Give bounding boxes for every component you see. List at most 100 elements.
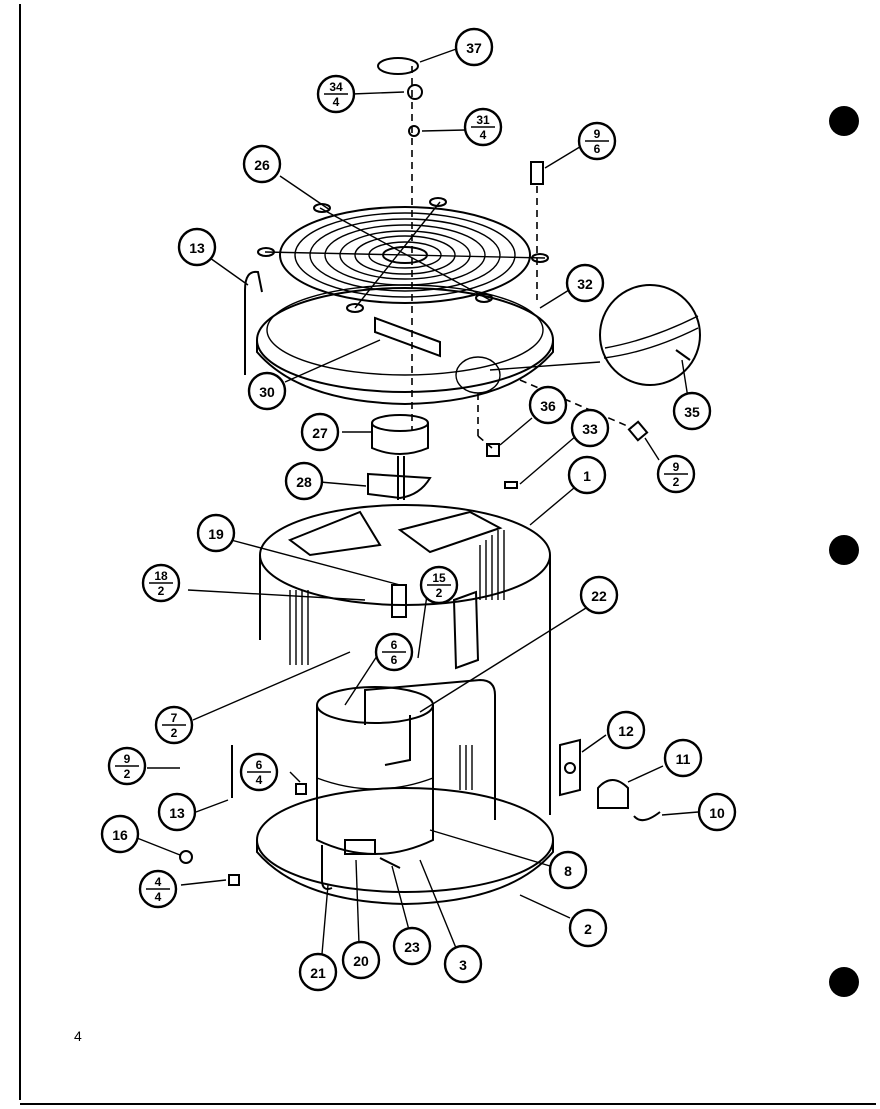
callout-c8: 8 xyxy=(548,850,588,890)
callout-circle xyxy=(196,513,236,553)
callout-part-number: 1 xyxy=(583,468,591,484)
callout-page-ref: 6 xyxy=(391,653,398,667)
callout-page-ref: 4 xyxy=(256,773,263,787)
part-10-clip xyxy=(633,811,661,822)
callout-c37: 37 xyxy=(454,27,494,67)
callout-part-number: 30 xyxy=(259,384,275,400)
callout-part-number: 26 xyxy=(254,157,270,173)
callout-circle xyxy=(697,792,737,832)
callout-c12: 12 xyxy=(606,710,646,750)
callout-c4: 44 xyxy=(138,869,178,909)
callout-part-number: 21 xyxy=(310,965,326,981)
callout-c19: 19 xyxy=(196,513,236,553)
callout-circle xyxy=(570,408,610,448)
callout-part-number: 37 xyxy=(466,40,482,56)
part-35-magnified-detail xyxy=(489,284,701,386)
part-37-cap xyxy=(377,57,419,75)
callout-c3: 3 xyxy=(443,944,483,984)
callout-circle xyxy=(300,412,340,452)
callout-c30: 30 xyxy=(247,371,287,411)
callout-part-number: 9 xyxy=(594,127,601,141)
callout-page-ref: 4 xyxy=(480,128,487,142)
callout-page-ref: 4 xyxy=(155,890,162,904)
callout-part-number: 10 xyxy=(709,805,725,821)
callout-circle xyxy=(341,940,381,980)
callout-c2: 2 xyxy=(568,908,608,948)
callout-circle xyxy=(606,710,646,750)
callout-c6b: 64 xyxy=(239,752,279,792)
screw-leader xyxy=(519,379,633,429)
callout-part-number: 3 xyxy=(459,957,467,973)
callout-c22: 22 xyxy=(579,575,619,615)
callout-part-number: 9 xyxy=(124,752,131,766)
part-2-base-pan xyxy=(256,787,554,906)
callout-c33: 33 xyxy=(570,408,610,448)
callout-c21: 21 xyxy=(298,952,338,992)
callout-c13a: 13 xyxy=(177,227,217,267)
callout-part-number: 31 xyxy=(476,113,490,127)
callout-circle xyxy=(242,144,282,184)
callout-part-number: 4 xyxy=(155,875,162,889)
callout-c31: 314 xyxy=(463,107,503,147)
callout-page-ref: 4 xyxy=(333,95,340,109)
callout-page-ref: 2 xyxy=(171,726,178,740)
callout-circle xyxy=(443,944,483,984)
callout-part-number: 22 xyxy=(591,588,607,604)
callout-part-number: 27 xyxy=(312,425,328,441)
callout-c20: 20 xyxy=(341,940,381,980)
callout-part-number: 12 xyxy=(618,723,634,739)
callout-circle xyxy=(392,926,432,966)
callout-c9b: 92 xyxy=(656,454,696,494)
callout-part-number: 7 xyxy=(171,711,178,725)
callout-part-number: 32 xyxy=(577,276,593,292)
page-number: 4 xyxy=(74,1028,82,1044)
callout-c6a: 66 xyxy=(374,632,414,672)
callout-page-ref: 2 xyxy=(673,475,680,489)
part-6-screw xyxy=(295,783,307,795)
callout-circle xyxy=(284,461,324,501)
callout-part-number: 19 xyxy=(208,526,224,542)
part-34-nut xyxy=(407,84,423,100)
part-4-nut xyxy=(228,874,240,886)
callout-circle xyxy=(247,371,287,411)
callout-part-number: 35 xyxy=(684,404,700,420)
callout-circle xyxy=(454,27,494,67)
callout-c26: 26 xyxy=(242,144,282,184)
callout-c16: 16 xyxy=(100,814,140,854)
callout-c11: 11 xyxy=(663,738,703,778)
part-36-clip xyxy=(486,443,500,457)
callout-c13b: 13 xyxy=(157,792,197,832)
part-28-fan-blade-hub xyxy=(367,472,432,500)
part-31-washer xyxy=(408,125,420,137)
callout-circle xyxy=(567,455,607,495)
callout-c36: 36 xyxy=(528,385,568,425)
callout-part-number: 11 xyxy=(676,751,691,767)
detail-focus-circle xyxy=(455,356,501,394)
callout-part-number: 20 xyxy=(353,953,369,969)
callout-circle xyxy=(298,952,338,992)
callout-c23: 23 xyxy=(392,926,432,966)
callout-c28: 28 xyxy=(284,461,324,501)
callout-c27: 27 xyxy=(300,412,340,452)
callout-part-number: 2 xyxy=(584,921,592,937)
punch-hole-middle xyxy=(829,535,859,565)
callout-part-number: 13 xyxy=(169,805,185,821)
punch-hole-bottom xyxy=(829,967,859,997)
leader-lines xyxy=(136,47,699,955)
callout-part-number: 34 xyxy=(329,80,343,94)
callout-circle xyxy=(528,385,568,425)
part-13-rod xyxy=(244,270,263,375)
callout-circle xyxy=(565,263,605,303)
callout-c9a: 96 xyxy=(577,121,617,161)
callout-circle xyxy=(100,814,140,854)
callout-page-ref: 2 xyxy=(124,767,131,781)
part-21-tube xyxy=(321,845,333,890)
part-26-fan-guard xyxy=(257,197,549,313)
callout-page-ref: 2 xyxy=(436,586,443,600)
callout-part-number: 15 xyxy=(432,571,446,585)
callout-circle xyxy=(548,850,588,890)
callout-part-number: 28 xyxy=(296,474,312,490)
callout-part-number: 6 xyxy=(391,638,398,652)
